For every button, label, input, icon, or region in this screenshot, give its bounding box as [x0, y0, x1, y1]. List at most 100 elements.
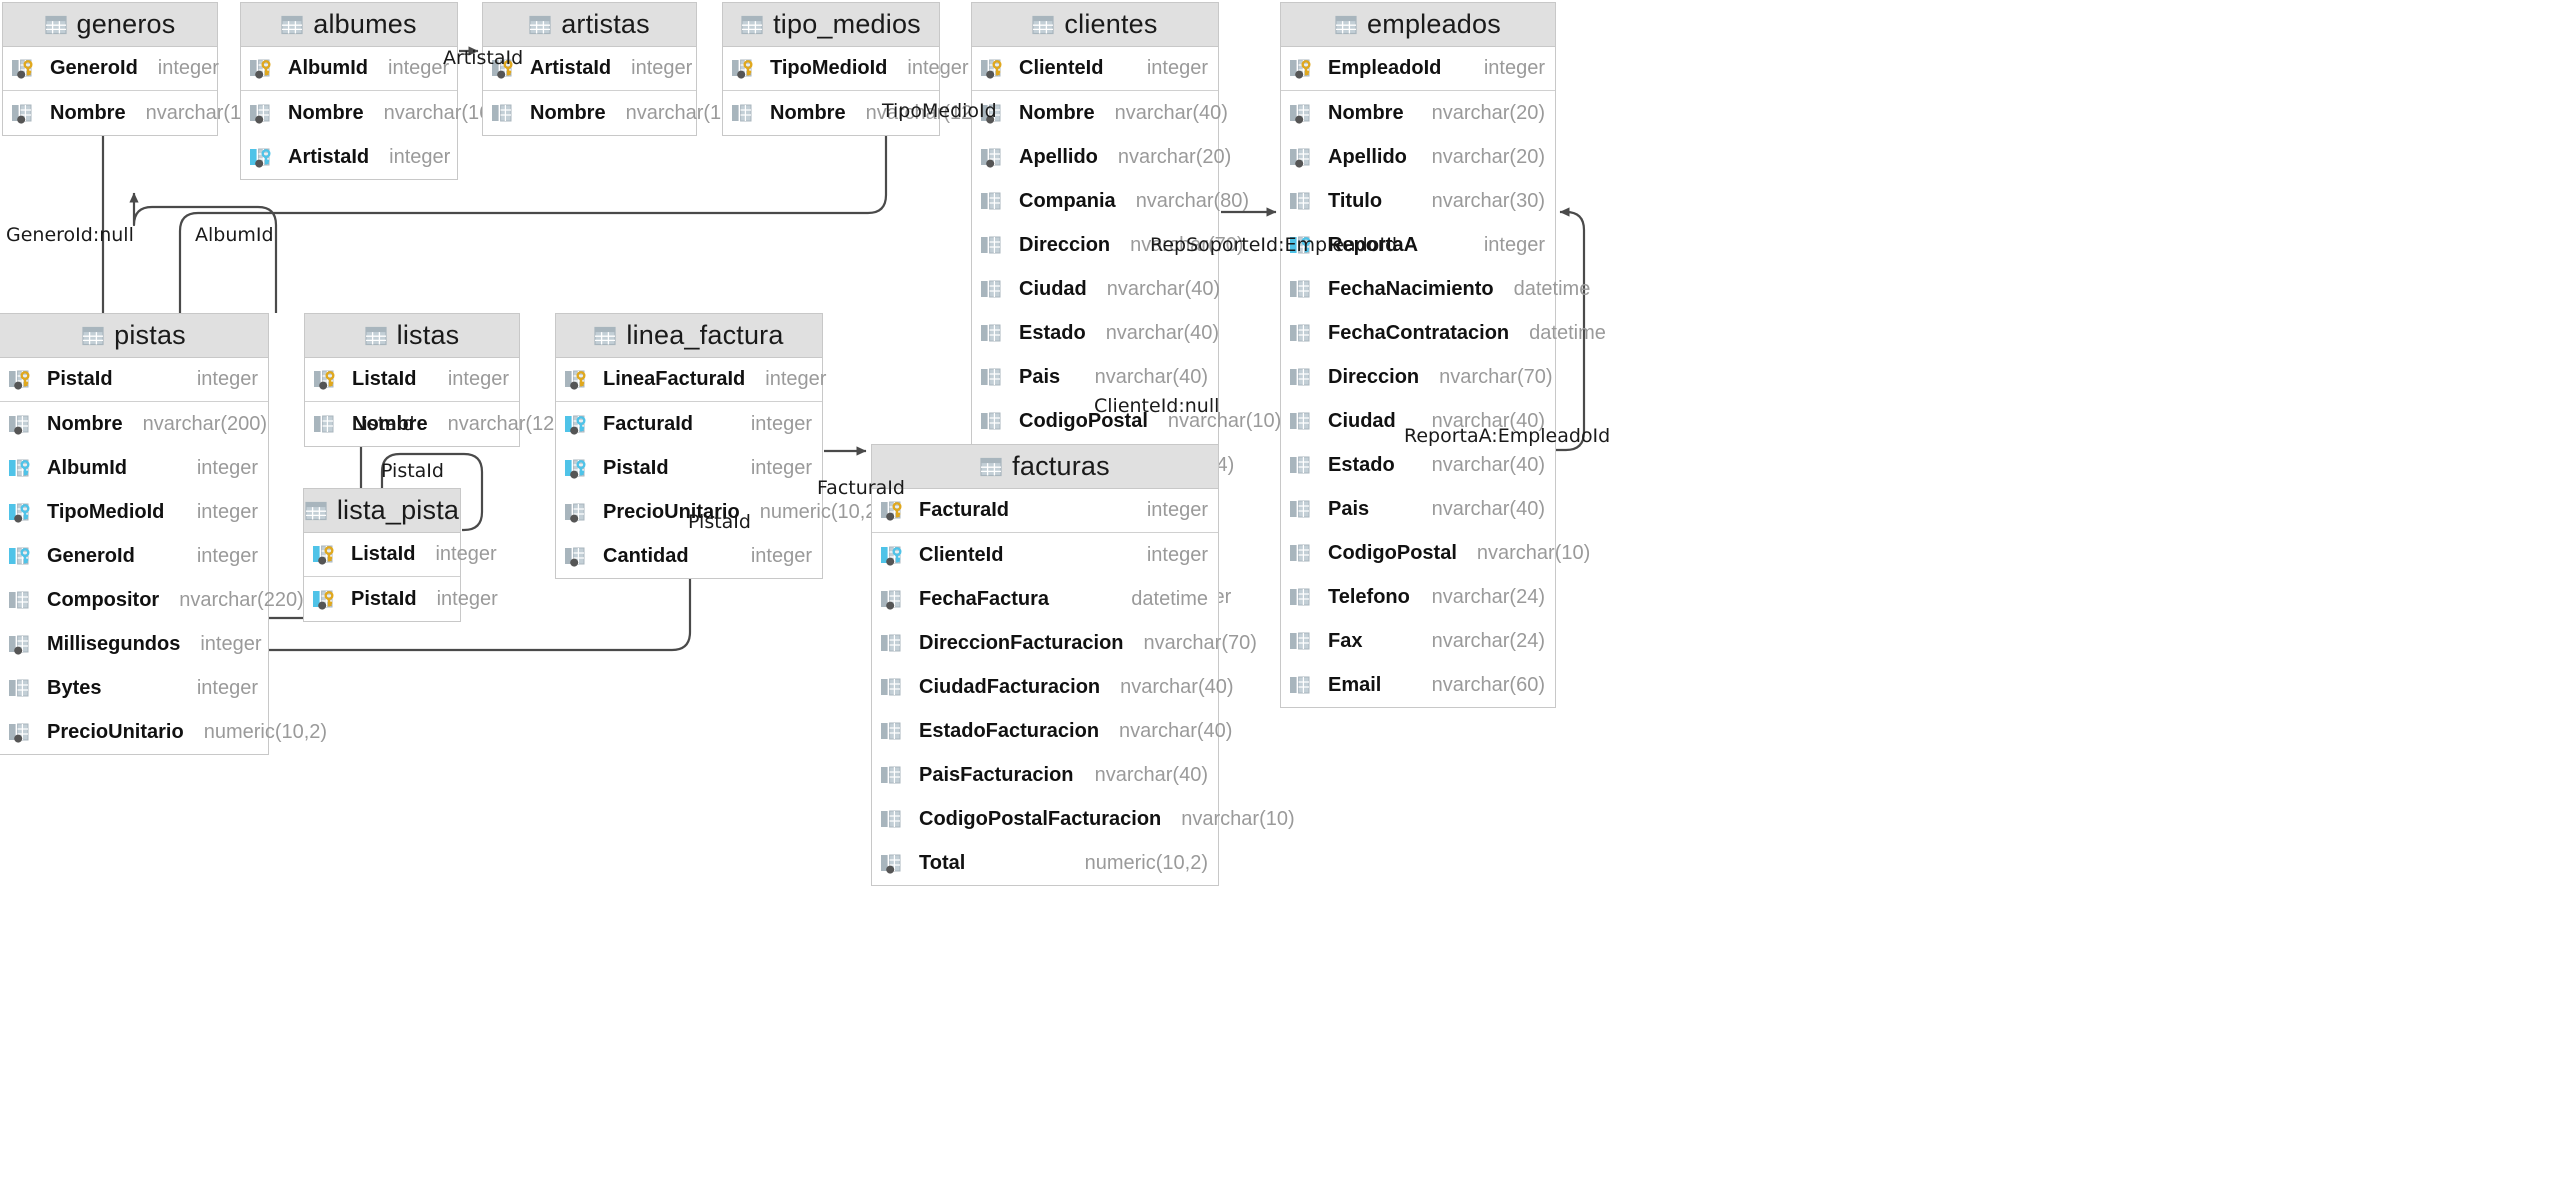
- column-name: EstadoFacturacion: [919, 719, 1100, 742]
- table-header-tipo_medios[interactable]: tipo_medios: [723, 3, 939, 47]
- column-type: integer: [750, 544, 812, 567]
- table-header-facturas[interactable]: facturas: [872, 445, 1218, 489]
- column-name: ClienteId: [1019, 57, 1104, 79]
- column-icon: [981, 368, 1001, 385]
- not-null-dot-icon: [986, 70, 995, 79]
- table-header-listas[interactable]: listas: [305, 314, 519, 358]
- column-icon: [881, 810, 901, 827]
- column-name: FacturaId: [919, 499, 1010, 521]
- not-null-dot-icon: [1295, 70, 1304, 79]
- column-icon: [881, 722, 901, 739]
- not-null-dot-icon: [318, 601, 327, 610]
- not-null-dot-icon: [1295, 411, 1304, 432]
- column-type: nvarchar(10): [1167, 409, 1282, 432]
- table-header-lista_pista[interactable]: lista_pista: [304, 489, 460, 533]
- table-header-artistas[interactable]: artistas: [483, 3, 696, 47]
- table-title: clientes: [1064, 9, 1158, 39]
- column-icon: [314, 415, 334, 432]
- primary-key-icon: [12, 59, 33, 77]
- table-header-linea_factura[interactable]: linea_factura: [556, 314, 822, 358]
- table-header-clientes[interactable]: clientes: [972, 3, 1218, 47]
- column-type: nvarchar(40): [1431, 409, 1545, 432]
- table-header-generos[interactable]: generos: [3, 3, 217, 47]
- table-header-albumes[interactable]: albumes: [241, 3, 457, 47]
- table-header-pistas[interactable]: pistas: [0, 314, 268, 358]
- not-null-dot-icon: [886, 512, 895, 521]
- table-header-empleados[interactable]: empleados: [1281, 3, 1555, 47]
- column-icon: [981, 192, 1001, 209]
- column-type: integer: [200, 632, 262, 655]
- not-null-dot-icon: [570, 426, 579, 435]
